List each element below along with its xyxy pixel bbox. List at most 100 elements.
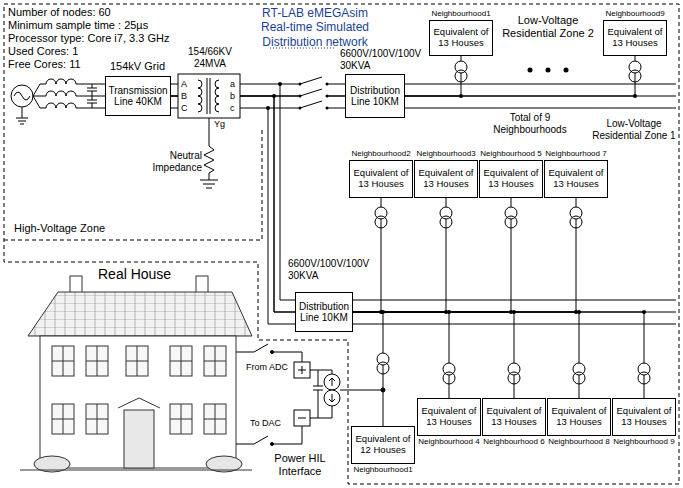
zone-boundary xyxy=(4,4,679,484)
junction-dot xyxy=(278,82,282,86)
hv-transformer xyxy=(207,78,210,114)
hil-interface xyxy=(294,410,310,426)
junction-dot xyxy=(272,94,276,98)
grid-source xyxy=(16,107,28,124)
phase-letter: b xyxy=(230,91,235,102)
grid-source xyxy=(11,79,106,124)
junction-dot xyxy=(326,95,329,98)
spec-text: Minimum sample time : 25µs xyxy=(8,19,148,32)
neighbourhood-box: Neighbourhood 5Equivalent of 13 Houses xyxy=(479,160,543,198)
house-illustration xyxy=(170,404,192,434)
feeder-line xyxy=(353,198,446,312)
house-illustration xyxy=(52,346,74,376)
neighbourhood-name: Neighbourhood 6 xyxy=(483,437,544,447)
grid-label: 154kV Grid xyxy=(110,60,165,73)
hil-interface xyxy=(298,418,306,419)
house-illustration xyxy=(52,404,74,434)
line-box: Distribution Line 10KM xyxy=(345,74,405,118)
junction-dot xyxy=(546,68,551,73)
house-illustration xyxy=(28,292,252,336)
hil-interface xyxy=(271,351,274,354)
transformer-rating: 6600V/100V/100V 30KVA xyxy=(288,258,374,282)
neighbourhood-name: Neighbourhood 8 xyxy=(548,437,609,447)
three-phase-wire xyxy=(352,300,676,324)
hil-interface xyxy=(340,390,383,391)
junction-dot xyxy=(381,310,385,314)
diagram-title: RT-LAB eMEGAsim Real-time Simulated Dist… xyxy=(250,6,380,49)
box-text: Transmission Line 40KM xyxy=(107,85,169,108)
box-text: Equivalent of 13 Houses xyxy=(481,168,541,190)
transformer-symbol xyxy=(455,61,467,82)
transformer-symbol xyxy=(570,207,582,228)
phase-letter: a xyxy=(230,79,235,90)
phase-letter: c xyxy=(230,103,235,114)
neighbourhood-box: Neighbourhood 6Equivalent of 13 Houses xyxy=(482,398,546,436)
impedance-label: Neutral Impedance xyxy=(140,150,202,174)
line-box: Distribution Line 10KM xyxy=(295,292,353,332)
feeder-line xyxy=(353,312,644,398)
zone-boundary xyxy=(4,130,262,240)
feeder-line xyxy=(405,56,461,96)
junction-dot xyxy=(299,95,302,98)
junction-dot xyxy=(326,107,329,110)
junction-dot xyxy=(447,310,451,314)
house-illustration xyxy=(204,404,226,434)
feeder-line xyxy=(353,198,511,312)
house-illustration xyxy=(86,404,108,434)
three-phase-wire xyxy=(268,84,296,324)
box-text: Equivalent of 13 Houses xyxy=(546,168,606,190)
three-phase-wire xyxy=(404,84,676,108)
three-phase-wire xyxy=(327,84,346,108)
note-label: Total of 9 Neighbourhoods xyxy=(490,112,570,136)
neighbourhood-box: Neighbourhood1Equivalent of 13 Houses xyxy=(429,20,493,56)
grid-source xyxy=(11,85,33,107)
neighbourhood-box: Neighbourhood 4Equivalent of 13 Houses xyxy=(417,398,481,436)
house-illustration xyxy=(126,346,148,376)
hil-interface xyxy=(271,443,274,446)
line-box: Transmission Line 40KM xyxy=(105,76,171,116)
spec-text: Free Cores: 11 xyxy=(8,58,81,71)
house-illustration xyxy=(126,346,148,376)
neighbourhood-box: Neighbourhood2Equivalent of 13 Houses xyxy=(349,160,413,198)
junction-dot xyxy=(577,310,581,314)
phase-letter: B xyxy=(181,91,187,102)
neighbourhood-name: Neighbourhood3 xyxy=(416,149,475,159)
neighbourhood-box: Neighbourhood 8Equivalent of 13 Houses xyxy=(547,398,611,436)
signal-label: From ADC xyxy=(246,362,288,373)
house-illustration xyxy=(124,410,154,468)
house-illustration xyxy=(52,346,74,376)
house-label: Real House xyxy=(98,266,171,283)
feeder-line xyxy=(353,312,579,398)
neighbourhood-name: Neighbourhood 7 xyxy=(545,149,606,159)
grid-source xyxy=(40,91,106,96)
three-phase-wire xyxy=(170,77,676,324)
junction-dot xyxy=(642,310,646,314)
junction-dot xyxy=(512,310,516,314)
transformer-symbol xyxy=(377,353,389,374)
neighbourhood-name: Neighbourhood 9 xyxy=(613,437,674,447)
hil-interface xyxy=(236,426,302,444)
transformer-rating: 6600V/100V/100V 30KVA xyxy=(340,48,426,72)
transformer-symbol xyxy=(443,363,455,384)
spec-text: Used Cores: 1 xyxy=(8,45,78,58)
transformer-symbol xyxy=(629,61,641,82)
feeder-line xyxy=(353,198,576,312)
box-text: Distribution Line 10KM xyxy=(347,85,403,108)
junction-dot xyxy=(299,83,302,86)
neighbourhood-box: Neighbourhood 7Equivalent of 13 Houses xyxy=(544,160,608,198)
box-text: Equivalent of 13 Houses xyxy=(605,27,665,49)
grid-source xyxy=(40,103,106,108)
transformer-symbol xyxy=(440,207,452,228)
house-illustration xyxy=(86,404,108,434)
hil-interface xyxy=(294,362,310,378)
grid-source xyxy=(33,84,40,108)
feeder-line xyxy=(171,96,295,312)
box-text: Equivalent of 13 Houses xyxy=(419,406,479,428)
spec-text: Number of nodes: 60 xyxy=(8,6,111,19)
box-text: Equivalent of 13 Houses xyxy=(416,168,476,190)
three-phase-wire xyxy=(300,77,322,108)
junction-dot xyxy=(266,68,646,315)
transformer-symbol xyxy=(505,207,517,228)
hv-transformer xyxy=(178,74,240,118)
